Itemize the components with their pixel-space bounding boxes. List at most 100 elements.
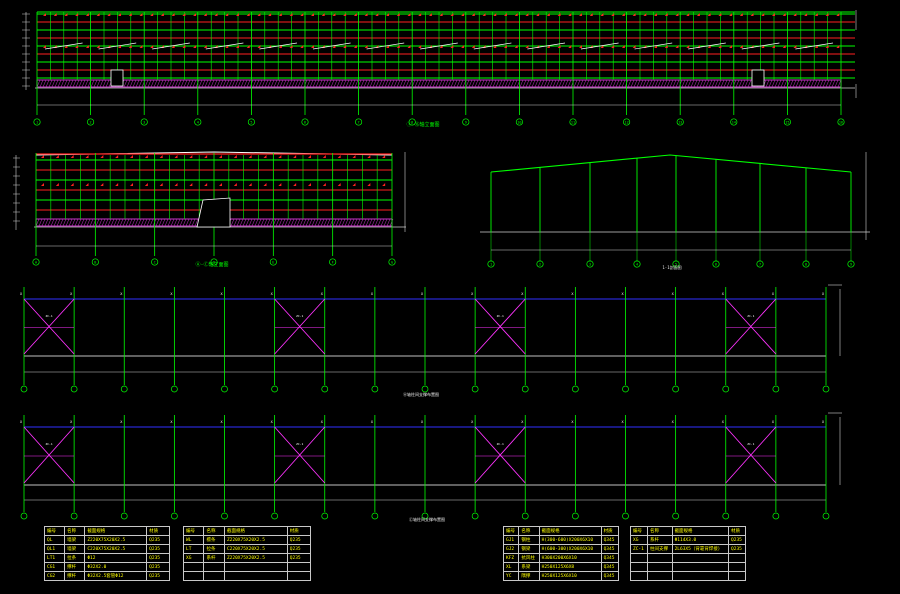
side-hatch-stroke: [128, 218, 133, 227]
side-hatch-stroke: [251, 218, 256, 227]
side-hatch-stroke: [113, 218, 118, 227]
ground-hatch-stroke: [528, 79, 533, 88]
ground-hatch-stroke: [612, 79, 617, 88]
ground-hatch-stroke: [315, 79, 320, 88]
side-hatch-stroke: [194, 218, 199, 227]
schedule-cell: 名称: [203, 526, 225, 536]
schedule-cell: Φ12: [84, 553, 148, 563]
wall-axis-bubble: [321, 385, 329, 393]
red-arrow: [367, 155, 371, 158]
ground-hatch-stroke: [306, 79, 311, 88]
red-arrow: [43, 13, 46, 16]
section-axis-bubble: [756, 260, 764, 268]
schedule-row: [630, 571, 746, 581]
side-hatch-stroke: [389, 218, 394, 227]
ground-hatch-stroke: [507, 79, 512, 88]
schedule-cell: 檩条: [203, 535, 225, 545]
red-arrow: [308, 155, 311, 158]
red-arrow: [750, 13, 754, 16]
schedule-cell: Q345: [600, 571, 620, 581]
ground-hatch-stroke: [162, 79, 167, 88]
side-hatch-stroke: [158, 218, 163, 227]
wall-tie-mark: X: [672, 420, 675, 424]
red-arrow: [643, 13, 647, 16]
ground-hatch-stroke: [375, 79, 380, 88]
schedule-cell: Q345: [600, 553, 620, 563]
bracing-diagonal: [274, 426, 326, 484]
ground-hatch-stroke: [102, 79, 107, 88]
wall-axis-bubble: [221, 385, 228, 393]
wall-tie-mark: X: [621, 292, 624, 296]
ground-hatch-stroke: [531, 79, 536, 88]
ground-hatch-stroke: [300, 79, 305, 88]
red-arrow: [546, 13, 550, 16]
side-hatch-stroke: [191, 218, 196, 227]
ground-hatch-stroke: [504, 79, 509, 88]
ground-hatch-stroke: [804, 79, 809, 88]
axis-bubble-4: [194, 118, 202, 126]
red-arrow: [632, 45, 636, 48]
side-hatch-stroke: [275, 218, 280, 227]
ground-hatch-stroke: [72, 79, 77, 88]
side-axis-bubble-G: [388, 258, 396, 266]
schedule-cell: [182, 562, 205, 572]
side-hatch-stroke: [239, 218, 244, 227]
schedule-header-row: 编号名称截面规格材质: [43, 526, 170, 536]
ground-hatch-stroke: [603, 79, 608, 88]
ground-hatch-stroke: [618, 79, 623, 88]
wall-tie-mark: X: [271, 292, 274, 296]
ground-hatch-stroke: [216, 79, 221, 88]
ground-hatch-stroke: [267, 79, 272, 88]
ground-hatch-stroke: [525, 79, 530, 88]
ground-hatch-stroke: [291, 79, 296, 88]
ground-hatch-stroke: [438, 79, 443, 88]
ground-hatch-stroke: [255, 79, 260, 88]
wall-axis-bubble: [321, 512, 329, 520]
axis-bubble-13-label: 13: [678, 120, 682, 124]
ground-hatch-stroke: [324, 79, 329, 88]
red-arrow: [782, 13, 786, 16]
schedule-cell: [728, 553, 746, 563]
schedule-cell: 钢梁: [518, 544, 540, 554]
wall-tie-mark: X: [421, 292, 424, 296]
schedule-cell: 名称: [64, 526, 86, 536]
ground-hatch-stroke: [456, 79, 461, 88]
ground-hatch-stroke: [420, 79, 425, 88]
side-hatch-stroke: [290, 218, 295, 227]
ground-hatch-stroke: [741, 79, 746, 88]
ground-hatch-stroke: [498, 79, 503, 88]
ground-hatch-stroke: [297, 79, 302, 88]
ground-hatch-stroke: [384, 79, 389, 88]
ground-hatch-stroke: [180, 79, 185, 88]
side-axis-bubble-C: [151, 258, 159, 266]
schedule-cell: Q235: [286, 553, 312, 563]
ground-hatch-stroke: [132, 79, 137, 88]
side-hatch-stroke: [308, 218, 313, 227]
ground-hatch-stroke: [642, 79, 647, 88]
red-arrow: [85, 45, 89, 48]
section-axis-bubble: [586, 260, 594, 268]
ground-hatch-stroke: [285, 79, 290, 88]
schedule-row: [182, 562, 312, 572]
schedule-cell: H(600-300)X200X6X10: [538, 544, 602, 554]
ground-hatch-stroke: [42, 79, 47, 88]
diagonal-note-line: [44, 42, 83, 50]
red-arrow: [53, 13, 57, 16]
side-hatch-stroke: [383, 218, 388, 227]
schedule-cell: 隅撑: [518, 571, 540, 581]
wall-axis-bubble: [70, 385, 78, 393]
ground-hatch-stroke: [93, 79, 98, 88]
side-hatch-stroke: [134, 218, 139, 227]
side-hatch-stroke: [269, 218, 274, 227]
red-arrow: [364, 45, 368, 48]
schedule-cell: Q235: [728, 544, 746, 554]
ground-hatch-stroke: [330, 79, 335, 88]
side-hatch-stroke: [77, 218, 82, 227]
door-opening: [751, 69, 765, 87]
red-arrow: [85, 13, 89, 16]
ground-hatch-stroke: [81, 79, 86, 88]
red-arrow: [611, 13, 615, 16]
side-hatch-stroke: [56, 218, 61, 227]
